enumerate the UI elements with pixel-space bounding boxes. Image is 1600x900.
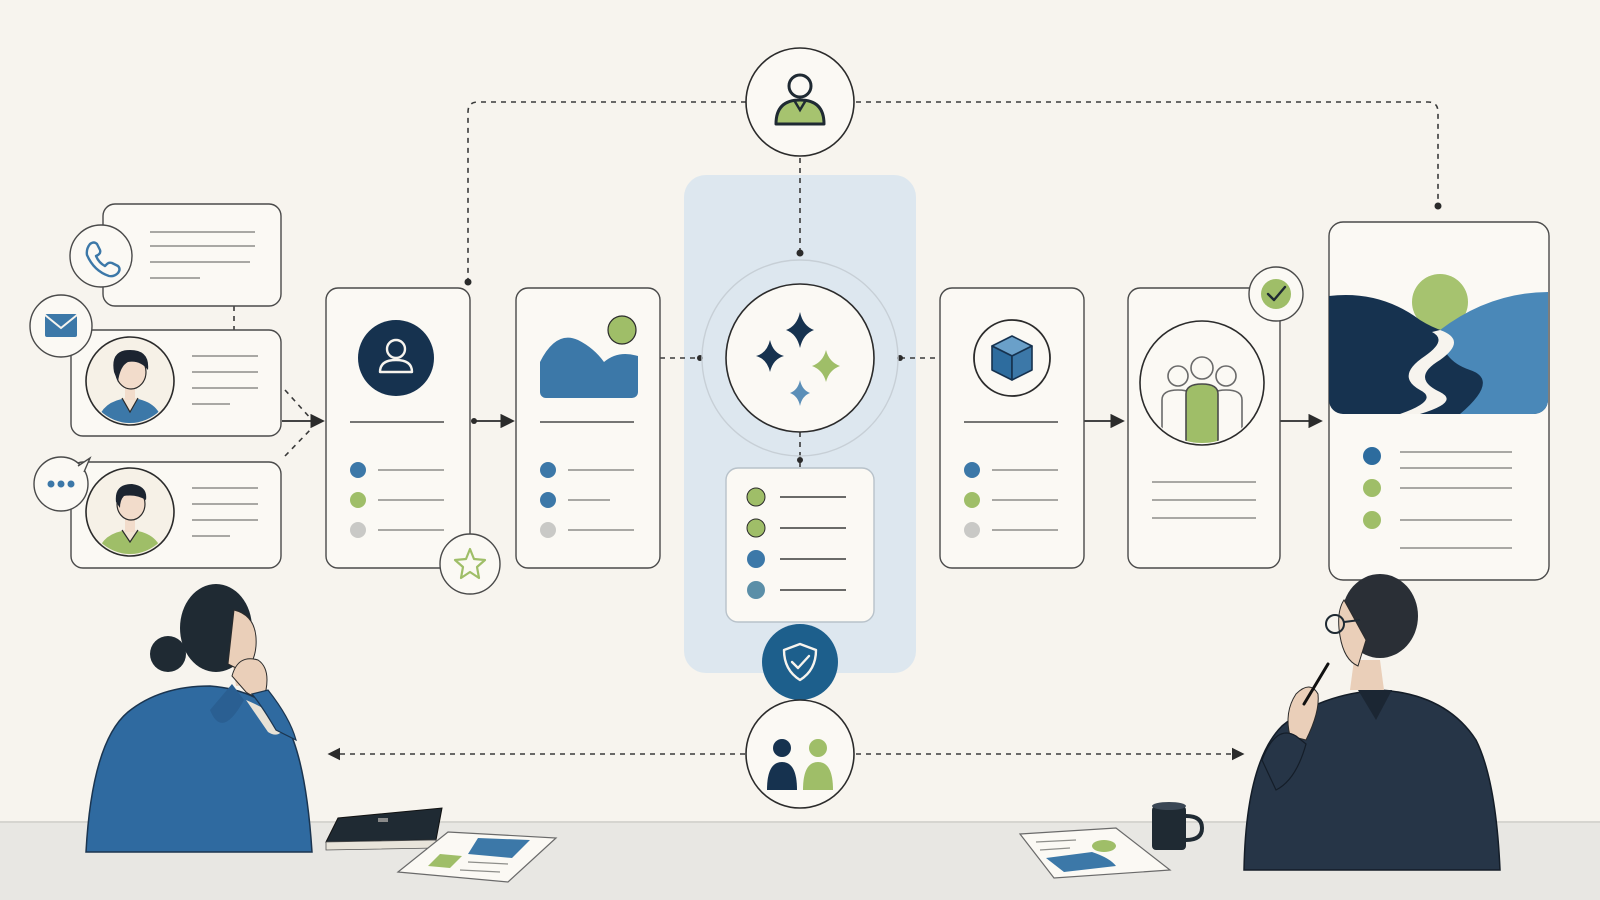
chat-icon-badge[interactable] [33,456,92,512]
ai-processing-node[interactable] [701,259,899,457]
cube-icon [973,319,1051,397]
shield-check-icon [782,642,818,682]
person-icon [774,73,826,126]
landscape-image [1329,274,1548,414]
image-stage-card[interactable] [515,287,661,569]
coffee-mug-icon [1152,802,1205,850]
star-badge[interactable] [439,533,501,595]
mail-icon [44,314,78,337]
contact-input-group [29,203,282,569]
product-list [964,462,1058,538]
ai-output-list [746,487,846,599]
document-sheet-left [396,831,558,883]
final-output-card[interactable] [1328,221,1550,581]
chat-profile-card[interactable] [70,461,282,569]
mail-icon-badge[interactable] [29,294,93,358]
avatar-woman [85,336,175,426]
avatar-man [85,467,175,557]
dashed-connectors [233,101,1439,761]
product-stage-card[interactable] [939,287,1085,569]
top-hub-node[interactable] [745,47,855,157]
final-list [1363,447,1512,549]
team-icon [1139,320,1265,446]
email-profile-card[interactable] [70,329,282,437]
two-people-icon [767,739,833,790]
man-observer [1243,574,1501,871]
bottom-hub-node[interactable] [745,699,855,809]
chat-bubble-icon [47,480,75,488]
star-icon [453,547,487,580]
security-badge[interactable] [762,624,838,700]
phone-icon [85,241,121,278]
notebook-icon [325,807,443,851]
ai-output-list-card[interactable] [725,467,875,623]
team-stage-card[interactable] [1127,287,1281,569]
user-profile-icon [358,320,434,396]
image-landscape-icon [540,315,638,398]
check-badge[interactable] [1248,266,1304,322]
phone-icon-badge[interactable] [69,224,133,288]
check-icon [1261,279,1291,309]
profile-list [350,462,444,538]
woman-observer [85,584,313,853]
image-list [540,462,634,538]
document-sheet-right [1018,827,1172,879]
profile-stage-card[interactable] [325,287,471,569]
phone-message-card[interactable] [102,203,282,307]
sparkle-icon [756,312,840,406]
